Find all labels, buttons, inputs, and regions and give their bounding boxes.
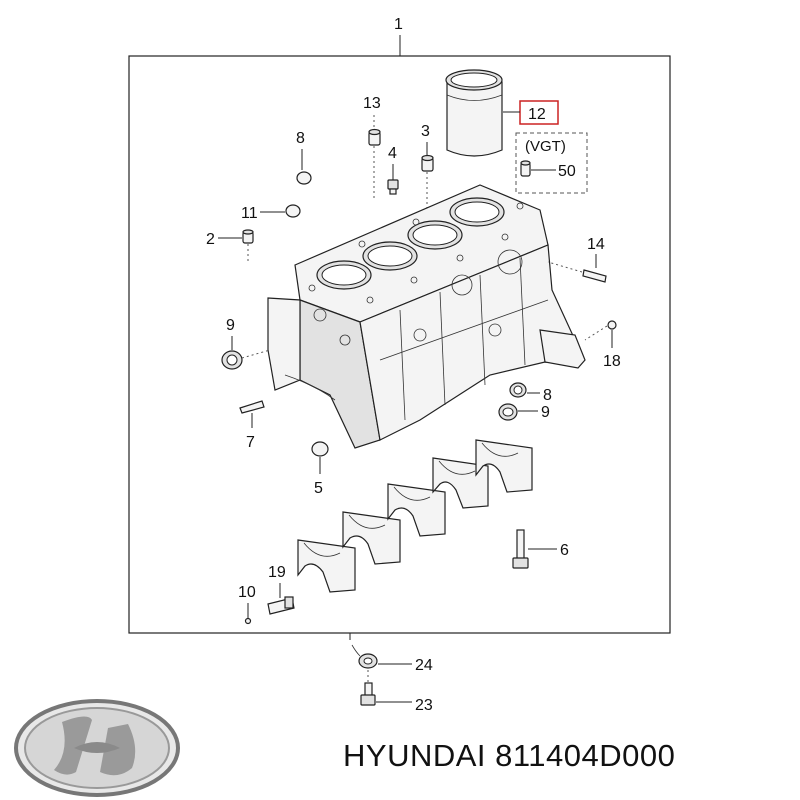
bearing-cap-5	[475, 439, 533, 493]
callout-5: 5	[314, 480, 323, 497]
callout-10: 10	[238, 584, 256, 601]
seal-9-left	[221, 350, 243, 370]
bearing-cap-4	[432, 457, 489, 509]
stud-7	[239, 400, 265, 414]
callout-19: 19	[268, 564, 286, 581]
plug-18	[607, 320, 617, 330]
bolt-23	[360, 682, 376, 706]
cylinder-liner	[445, 69, 503, 157]
callout-23: 23	[415, 697, 433, 714]
cap-bolt-6	[512, 529, 529, 569]
callout-4: 4	[388, 145, 397, 162]
seal-9-right	[498, 403, 518, 421]
callout-18: 18	[603, 353, 621, 370]
plug-5	[311, 441, 329, 457]
stud-14	[582, 269, 607, 283]
ball-10	[244, 617, 252, 625]
dowel-3	[421, 154, 434, 172]
vgt-box	[515, 132, 588, 194]
bearing-cap-1	[297, 539, 356, 593]
callout-1: 1	[394, 16, 403, 33]
bearing-cap-3	[387, 483, 446, 537]
callout-8-right: 8	[543, 387, 552, 404]
plug-8-top	[296, 171, 312, 185]
callout-13: 13	[363, 95, 381, 112]
callout-3: 3	[421, 123, 430, 140]
callout-2: 2	[206, 231, 215, 248]
dowel-2	[242, 229, 254, 244]
plug-11	[285, 204, 301, 218]
jet-19	[267, 596, 295, 615]
vgt-pin	[520, 160, 531, 177]
callout-11: 11	[241, 205, 258, 222]
callout-50: 50	[558, 163, 576, 180]
callout-9-right: 9	[541, 404, 550, 421]
callout-6: 6	[560, 542, 569, 559]
bolt-4	[387, 179, 399, 195]
callout-24: 24	[415, 657, 433, 674]
vgt-label: (VGT)	[525, 138, 566, 155]
hyundai-logo	[14, 699, 180, 797]
bearing-cap-2	[342, 511, 401, 565]
dowel-13	[368, 128, 381, 146]
part-caption: HYUNDAI 811404D000	[343, 738, 676, 773]
sensor-24	[351, 644, 378, 669]
engine-block	[267, 184, 586, 449]
callout-14: 14	[587, 236, 605, 253]
callout-12: 12	[528, 106, 546, 123]
callout-7: 7	[246, 434, 255, 451]
plug-8-right	[509, 382, 527, 398]
callout-8-top: 8	[296, 130, 305, 147]
callout-9-left: 9	[226, 317, 235, 334]
